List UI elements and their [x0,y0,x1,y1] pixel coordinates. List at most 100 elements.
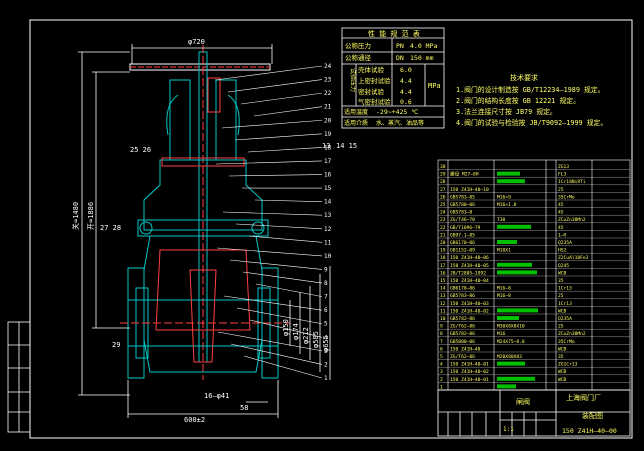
parts-row-name: M10X1 [497,248,511,254]
perf-row-code: DN [396,54,404,62]
parts-row-code: 150 Z41H—40—05 [450,263,489,269]
parts-row-material: 25 [558,187,564,193]
callout-11: 11 [324,239,332,246]
parts-row-name: M20X80X83 [497,354,522,360]
parts-row-fill [497,240,517,244]
parts-row-code: GB5783—86 [450,293,475,299]
gate-wedge [189,269,217,363]
parts-row-no: 29 [440,172,446,178]
leader-line [248,235,323,243]
parts-row-code: GB5782—86 [450,331,475,337]
dim-flange-d2: φ174 [292,323,300,340]
parts-row-name: M16×1.0 [497,202,517,208]
parts-row-code: 螺母 M27—8H [450,171,479,178]
tech-req-item: 2.阀门的结构长度按 GB 12221 规定。 [456,96,580,105]
callout-29: 29 [112,341,120,349]
parts-row-material: HS2 [558,248,567,254]
parts-row-material: 45 [558,210,564,216]
parts-list-frame [437,159,631,391]
valve-body [120,45,290,380]
parts-row-no: 15 [440,278,446,284]
leader-line [247,147,323,153]
parts-row-fill [497,270,537,275]
parts-row-no: 22 [440,225,446,231]
perf-table-title: 性 能 规 范 表 [368,29,420,38]
parts-row-material: WCB [558,270,567,276]
leader-line [222,211,323,216]
parts-row-no: 10 [440,316,446,322]
perf-side-label: 试验压力 [349,68,357,92]
dim-flange-d5: φ655 [322,335,330,352]
parts-row-code: 150 Z41H—40—01 [450,362,489,368]
parts-row-code: GB5782—86 [450,316,475,322]
parts-row-material: ZCuZn38Mn2 [558,217,586,223]
callout-24: 24 [324,63,332,70]
callout-16: 16 [324,172,332,179]
perf-row-value: 6.0 [400,66,412,74]
parts-row-code: 150 Z41H—40—02 [450,369,489,375]
parts-row-material: 1Cr13 [558,286,572,292]
parts-row-fill [497,179,525,184]
parts-row-code: GB5783—8 [450,210,472,216]
parts-row-no: 14 [440,286,446,292]
callout-13: 13 [322,142,330,150]
parts-row-material: 25 [558,324,564,330]
perf-row-value: 4.0 MPa [410,42,437,50]
parts-row-code: 150 Z41H—40—10 [450,187,489,193]
perf-row-value: 0.6 [400,98,412,106]
parts-row-name: M16—8 [497,286,511,292]
perf-unit: MPa [428,82,441,90]
leader-line [227,79,323,93]
parts-row-no: 2 [440,377,443,383]
callout-3: 3 [324,348,328,355]
callout-17: 17 [324,158,332,165]
dim-thickness: 58 [240,404,248,412]
leader-line [234,133,323,141]
parts-row-name: M30X8X8X10 [497,324,525,330]
parts-row-code: JB/T2805—1992 [450,270,486,276]
title-company: 上海阀门厂 [566,393,601,402]
parts-row-code: ZG/T62—86 [450,354,475,360]
parts-row-code: ZG/T46—70 [450,217,475,223]
parts-row-material: WCB [558,346,567,352]
callout-10: 10 [324,253,332,260]
parts-row-fill [497,171,520,176]
parts-row-material: FL3 [558,172,567,178]
parts-row-no: 9 [440,324,443,330]
parts-row-code: GB6170—86 [450,286,475,292]
parts-row-fill [497,384,516,389]
perf-temp-value: -29~+425 ℃ [376,108,419,116]
parts-row-no: 23 [440,217,446,223]
revision-block [7,321,31,433]
parts-row-material: 35CrMo [558,194,575,200]
dim-height-close: 开≈1886 [87,202,95,230]
parts-row-material: 35 [558,354,564,360]
perf-row-value: 4.4 [400,77,412,85]
parts-row-no: 12 [440,301,446,307]
callout-14-15: 14 15 [336,142,357,150]
tech-req-item: 3.法兰连接尺寸按 JB79 规定。 [456,107,557,116]
callout-19: 19 [324,131,332,138]
leader-line [228,174,323,177]
parts-row-no: 24 [440,210,446,216]
parts-row-no: 5 [440,354,443,360]
callout-27-28: 27 28 [100,224,121,232]
dim-bolt-note: 16—φ41 [204,392,229,400]
parts-row-material: WCB [558,308,567,314]
parts-row-material: 35CrMo [558,339,575,345]
leader-line [230,343,323,365]
parts-row-no: 20 [440,240,446,246]
parts-row-material: 35 [558,278,564,284]
parts-row-fill [497,316,519,320]
perf-row-value: 150 mm [410,54,434,62]
leader-line [249,319,323,338]
parts-row-code: GB5783—85 [450,194,475,200]
title-drawing-name: 闸阀 [516,397,530,406]
parts-row-name: M16—8 [497,293,511,299]
drawing-frame [29,19,633,439]
callout-14: 14 [324,199,332,206]
dim-bottom-width: 600±2 [184,416,205,424]
parts-row-no: 7 [440,339,443,345]
